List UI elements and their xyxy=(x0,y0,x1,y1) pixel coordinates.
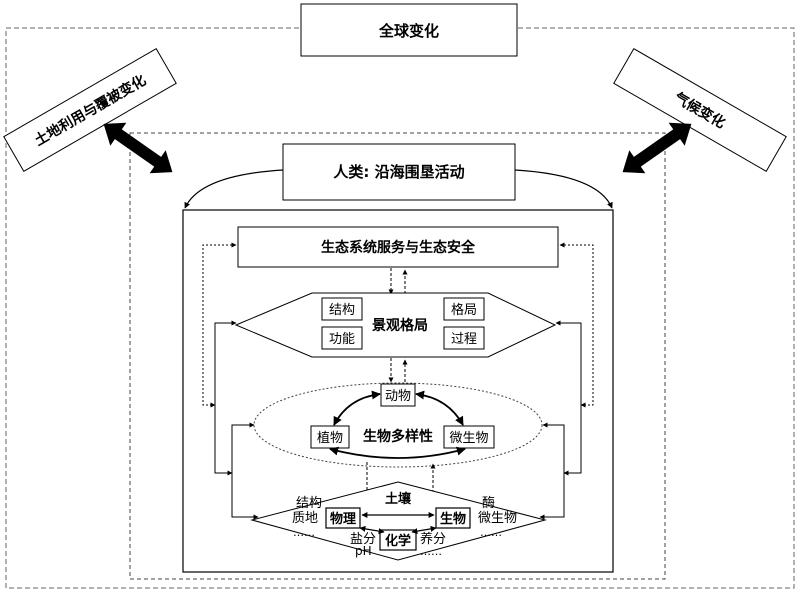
chemical-biological-arrow xyxy=(411,525,437,535)
physical-chemical-arrow xyxy=(359,525,385,535)
soil-label: 土壤 xyxy=(385,491,412,507)
human-activity-label: 人类: 沿海围垦活动 xyxy=(333,163,464,181)
climate-thick-arrow xyxy=(622,122,692,174)
landscape-pattern-label: 景观格局 xyxy=(372,317,428,334)
salt-text: 盐分 xyxy=(350,532,376,547)
ecosystem-service-box: 生态系统服务与生态安全 xyxy=(237,226,559,268)
ph-text: pH xyxy=(355,544,372,558)
right-outer-loop xyxy=(559,242,594,408)
global-change-label: 全球变化 xyxy=(378,22,439,40)
biological-box: 生物 xyxy=(435,507,471,529)
pattern-label: 格局 xyxy=(451,302,477,318)
animal-microbe-arrow xyxy=(415,390,464,426)
chemical-box: 化学 xyxy=(379,529,417,551)
biodiversity-label: 生物多样性 xyxy=(363,428,433,445)
microbe-text: 微生物 xyxy=(478,511,517,526)
plant-microbe-arrow xyxy=(329,446,466,459)
enzyme-text: 酶 xyxy=(482,495,495,511)
soil-diamond xyxy=(250,481,547,561)
human-activity-box: 人类: 沿海围垦活动 xyxy=(282,143,516,201)
ecosystem-frame xyxy=(182,209,614,573)
structure-box: 结构 xyxy=(321,297,363,321)
bottom-ellipsis: …… xyxy=(420,545,442,558)
plant-animal-arrow xyxy=(333,390,381,426)
left-inner-loop xyxy=(231,422,259,520)
landscape-pattern-hexagon: 景观格局 xyxy=(234,292,557,358)
left-middle-loop xyxy=(214,320,237,476)
ecosystem-service-label: 生态系统服务与生态安全 xyxy=(321,239,476,256)
biological-label: 生物 xyxy=(440,511,466,527)
pattern-box: 格局 xyxy=(443,297,485,321)
human-right-arrow xyxy=(514,169,613,209)
animal-box: 动物 xyxy=(380,383,416,407)
function-box: 功能 xyxy=(321,326,363,350)
land-use-thick-arrow xyxy=(103,122,173,174)
right-inner-loop xyxy=(539,422,565,520)
chemical-label: 化学 xyxy=(385,533,411,549)
structure-label: 结构 xyxy=(329,303,355,318)
global-change-box: 全球变化 xyxy=(300,3,518,57)
microbe-box: 微生物 xyxy=(443,425,495,449)
right-middle-loop xyxy=(555,320,582,476)
physical-label: 物理 xyxy=(330,511,356,527)
left-outer-loop xyxy=(202,242,237,408)
structure-text: 结构 xyxy=(296,496,322,511)
right-ellipsis: …… xyxy=(480,526,502,539)
human-frame xyxy=(129,132,666,580)
nutrient-text: 养分 xyxy=(420,531,446,547)
physical-box: 物理 xyxy=(325,507,361,529)
texture-text: 质地 xyxy=(292,511,318,526)
plant-box: 植物 xyxy=(310,425,350,449)
left-ellipsis: …… xyxy=(293,526,315,539)
plant-label: 植物 xyxy=(317,431,343,446)
process-box: 过程 xyxy=(443,326,485,350)
process-label: 过程 xyxy=(451,332,477,347)
animal-label: 动物 xyxy=(385,389,411,404)
function-label: 功能 xyxy=(329,332,355,347)
microbe-label: 微生物 xyxy=(449,431,488,446)
human-left-arrow xyxy=(184,169,284,209)
